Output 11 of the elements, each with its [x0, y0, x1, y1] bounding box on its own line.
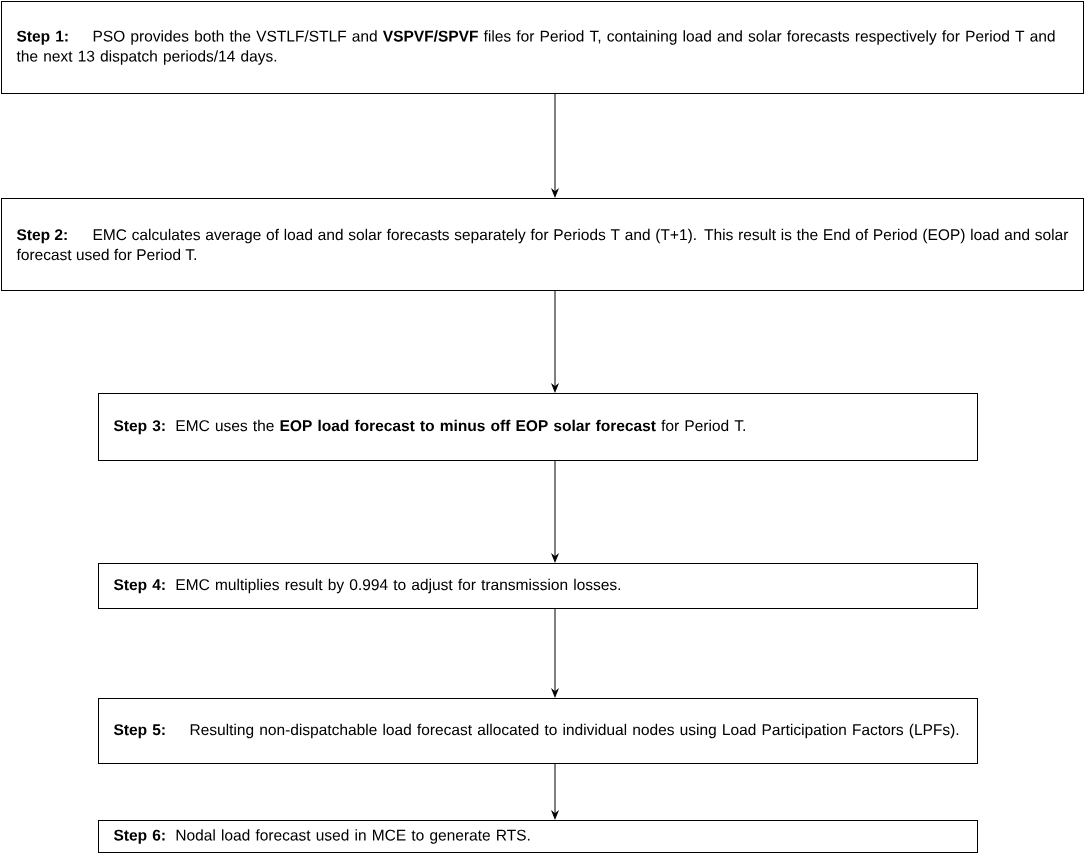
arrow — [551, 460, 559, 563]
step-box: Step 1: PSO provides both the VSTLF/STLF and VSPVF/SPVF files for Period T, containing load and solar forecasts respectively for Period T and the next 13 dispatch periods/14 days. — [1, 1, 1084, 94]
step-box: Step 4: EMC multiplies result by 0.994 to adjust for transmission losses. — [98, 563, 978, 609]
arrow — [551, 290, 559, 393]
step-box: Step 5: Resulting non-dispatchable load forecast allocated to individual nodes using Load Participation Factors (LPFs). — [98, 698, 978, 764]
step-box: Step 6: Nodal load forecast used in MCE to generate RTS. — [98, 820, 978, 853]
step-box: Step 3: EMC uses the EOP load forecast to minus off EOP solar forecast for Period T. — [98, 393, 978, 461]
arrow — [551, 763, 559, 820]
step-box: Step 2: EMC calculates average of load and solar forecasts separately for Periods T and (T+1). This result is the End of Period (EOP) load and solar forecast used for Period T. — [1, 198, 1084, 291]
arrow — [551, 93, 559, 198]
arrow — [551, 608, 559, 698]
